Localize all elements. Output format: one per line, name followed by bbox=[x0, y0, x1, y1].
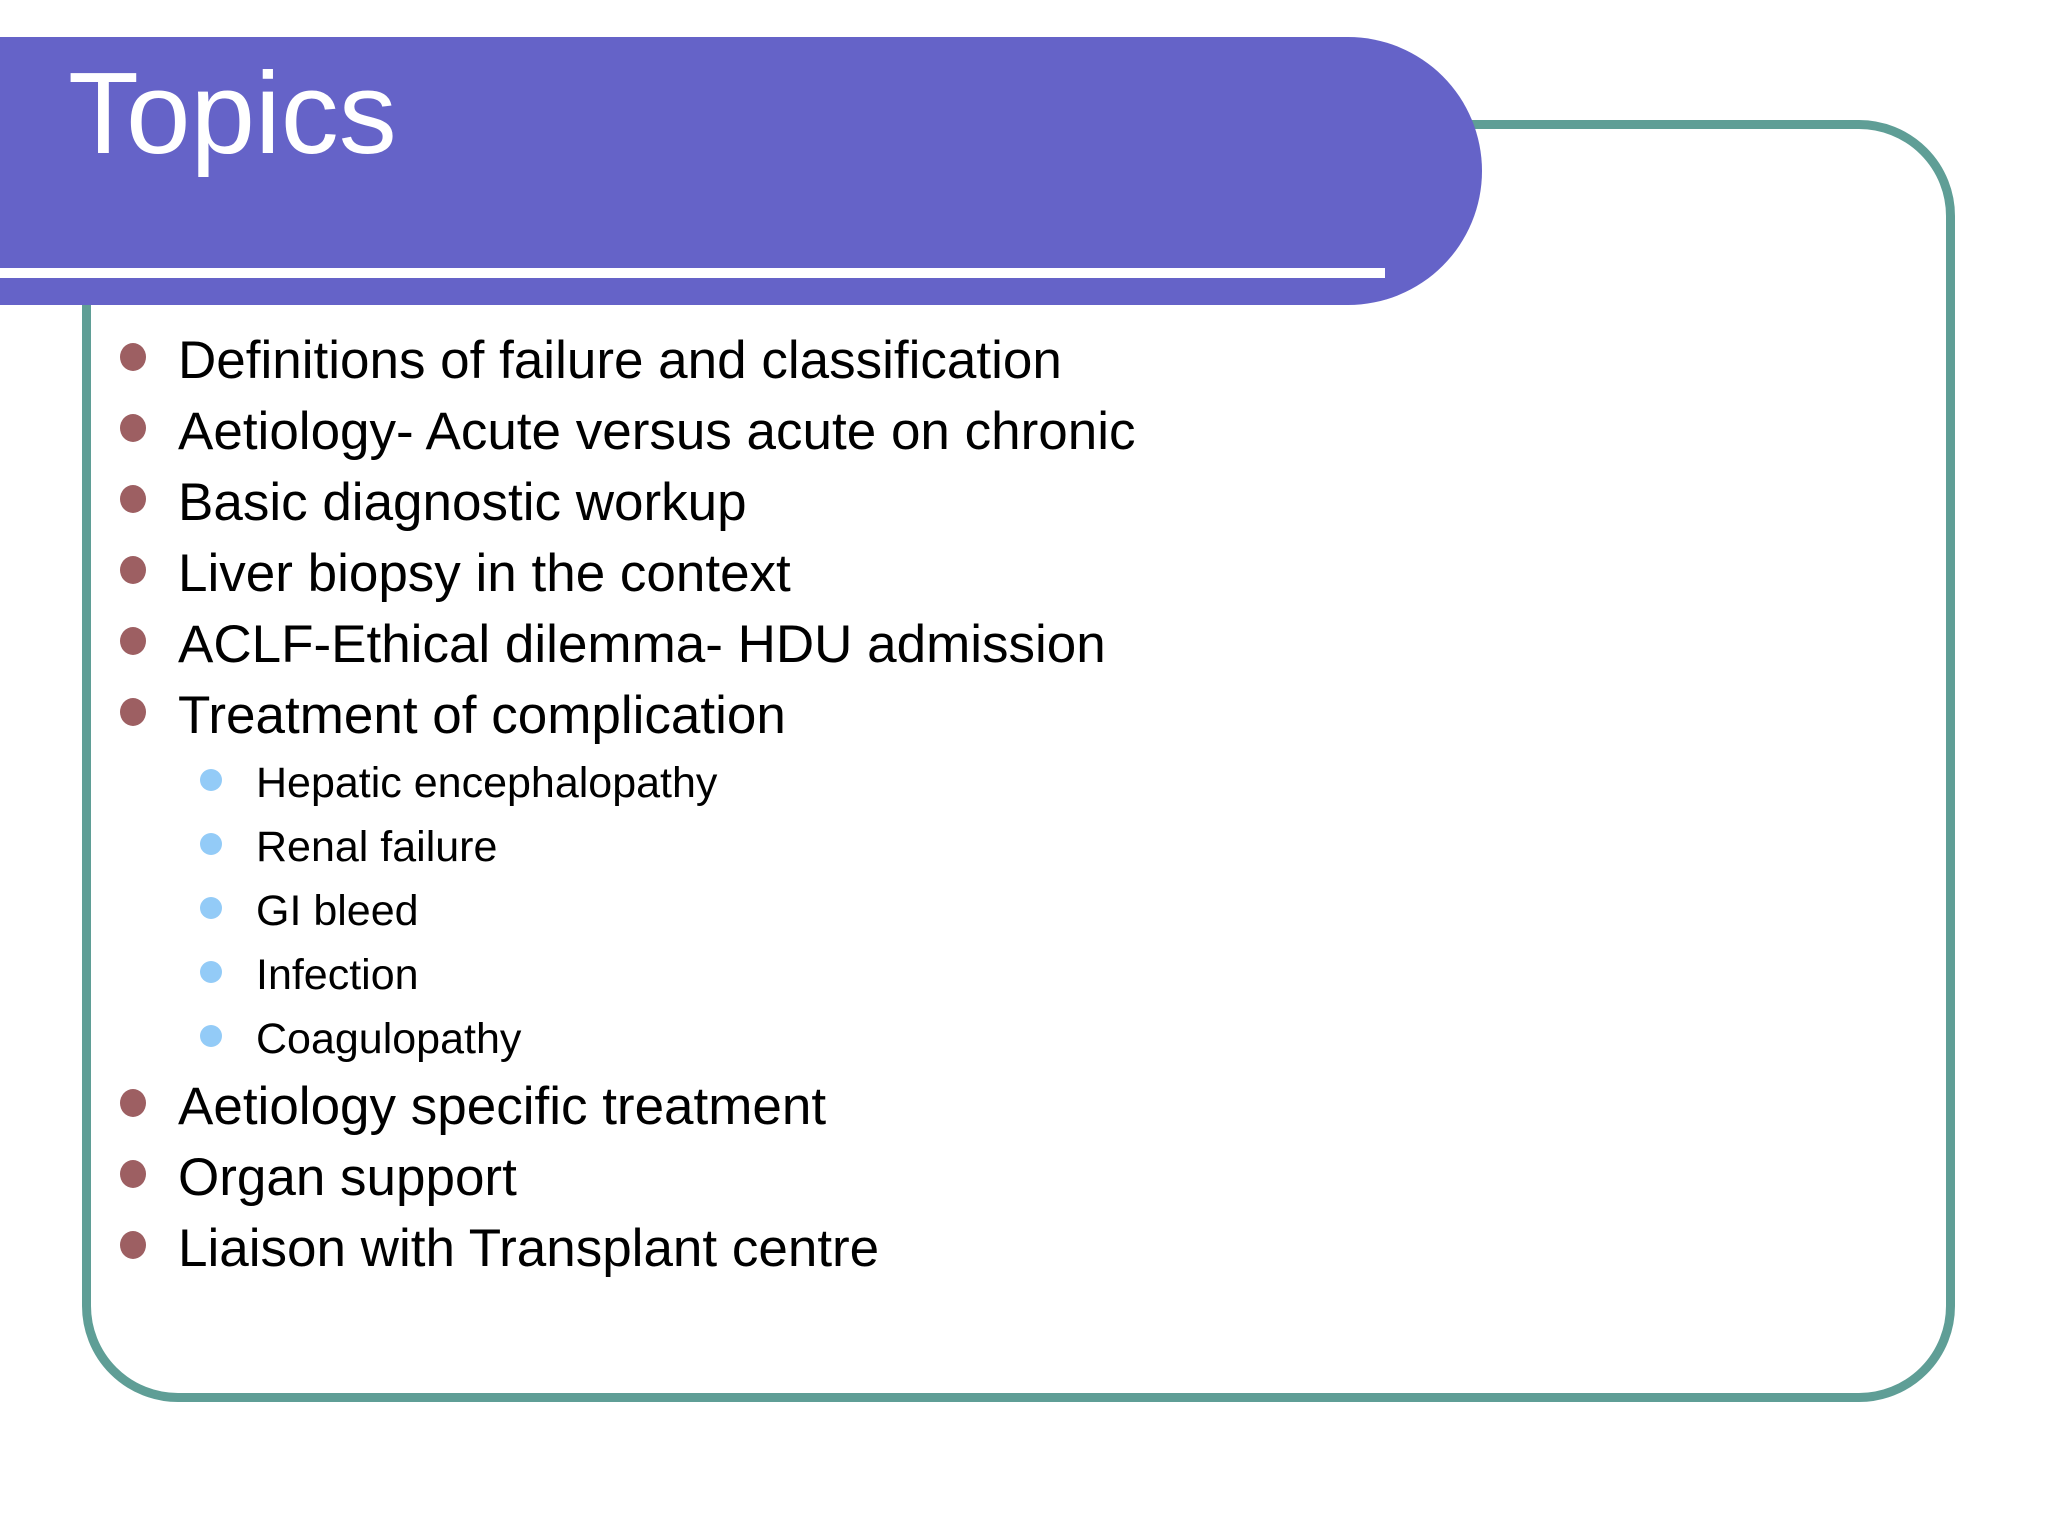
bullet-item: Treatment of complication bbox=[0, 680, 2048, 751]
bullet-label: Treatment of complication bbox=[178, 686, 786, 745]
bullet-label: Definitions of failure and classificatio… bbox=[178, 331, 1062, 390]
sub-bullet-dot-icon bbox=[200, 1025, 222, 1047]
bullet-item: Aetiology- Acute versus acute on chronic bbox=[0, 396, 2048, 467]
sub-bullet-item: Coagulopathy bbox=[0, 1007, 2048, 1071]
bullet-label: Organ support bbox=[178, 1148, 517, 1207]
title-banner bbox=[0, 37, 1482, 305]
bullet-label: Coagulopathy bbox=[256, 1015, 522, 1063]
sub-bullet-item: Infection bbox=[0, 943, 2048, 1007]
sub-bullet-item: Renal failure bbox=[0, 815, 2048, 879]
bullet-label: GI bleed bbox=[256, 887, 419, 935]
bullet-item: ACLF-Ethical dilemma- HDU admission bbox=[0, 609, 2048, 680]
bullet-dot-icon bbox=[120, 556, 146, 584]
bullet-dot-icon bbox=[120, 627, 146, 655]
bullet-label: Liver biopsy in the context bbox=[178, 544, 791, 603]
bullet-item: Aetiology specific treatment bbox=[0, 1071, 2048, 1142]
bullet-item: Definitions of failure and classificatio… bbox=[0, 325, 2048, 396]
bullet-item: Basic diagnostic workup bbox=[0, 467, 2048, 538]
sub-bullet-item: GI bleed bbox=[0, 879, 2048, 943]
bullet-label: ACLF-Ethical dilemma- HDU admission bbox=[178, 615, 1106, 674]
sub-bullet-dot-icon bbox=[200, 769, 222, 791]
bullet-dot-icon bbox=[120, 698, 146, 726]
bullet-dot-icon bbox=[120, 343, 146, 371]
sub-bullet-dot-icon bbox=[200, 833, 222, 855]
page-title: Topics bbox=[68, 48, 397, 178]
bullet-dot-icon bbox=[120, 485, 146, 513]
sub-bullet-dot-icon bbox=[200, 897, 222, 919]
bullet-item: Organ support bbox=[0, 1142, 2048, 1213]
bullet-label: Aetiology specific treatment bbox=[178, 1077, 827, 1136]
bullet-item: Liaison with Transplant centre bbox=[0, 1213, 2048, 1284]
topics-bullet-list: Definitions of failure and classificatio… bbox=[0, 325, 2048, 1284]
title-divider-rule bbox=[0, 268, 1385, 278]
bullet-label: Basic diagnostic workup bbox=[178, 473, 747, 532]
bullet-label: Renal failure bbox=[256, 823, 498, 871]
bullet-label: Liaison with Transplant centre bbox=[178, 1219, 880, 1278]
bullet-dot-icon bbox=[120, 1089, 146, 1117]
bullet-dot-icon bbox=[120, 1231, 146, 1259]
bullet-label: Hepatic encephalopathy bbox=[256, 759, 718, 807]
bullet-label: Infection bbox=[256, 951, 419, 999]
sub-bullet-dot-icon bbox=[200, 961, 222, 983]
bullet-label: Aetiology- Acute versus acute on chronic bbox=[178, 402, 1136, 461]
bullet-dot-icon bbox=[120, 1160, 146, 1188]
sub-bullet-item: Hepatic encephalopathy bbox=[0, 751, 2048, 815]
bullet-dot-icon bbox=[120, 414, 146, 442]
bullet-item: Liver biopsy in the context bbox=[0, 538, 2048, 609]
